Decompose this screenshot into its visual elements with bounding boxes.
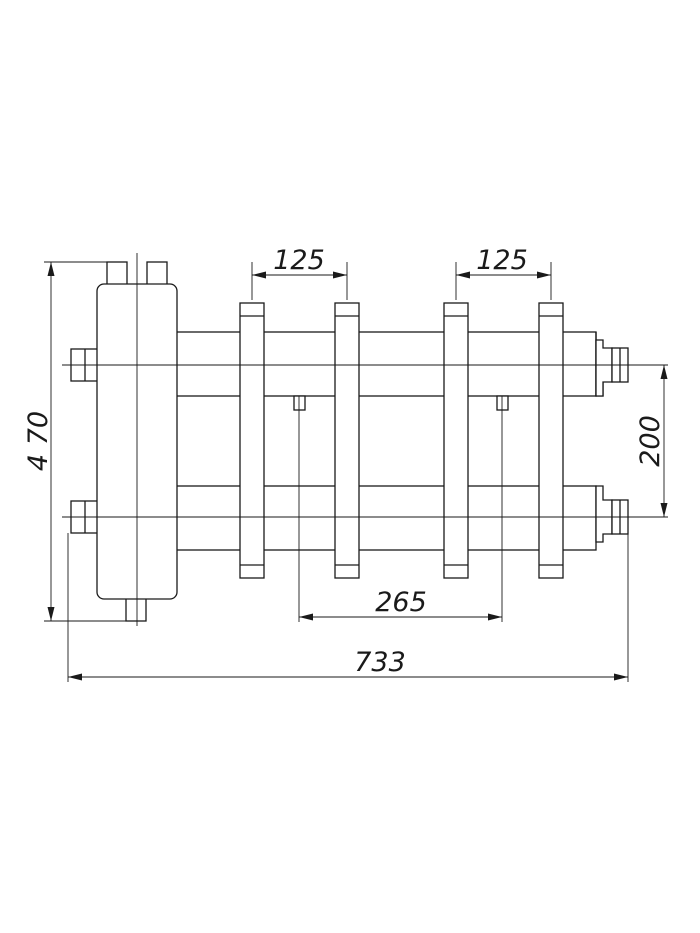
dimension-125-right: 125 (456, 245, 551, 279)
dimension-125-left: 125 (252, 245, 347, 279)
sensor-sleeves (293, 395, 509, 411)
dimension-label-200: 200 (635, 415, 666, 467)
separator-drain-nozzle (125, 596, 147, 622)
dimension-470: 4 70 (23, 262, 55, 621)
dimension-733: 733 (68, 647, 628, 681)
dimension-265: 265 (299, 587, 502, 621)
center-lines (44, 253, 668, 682)
dimension-label-125-left: 125 (273, 245, 325, 276)
right-end-fittings (595, 332, 629, 543)
dimension-label-733: 733 (354, 647, 406, 678)
dimension-label-125-right: 125 (476, 245, 528, 276)
outlet-pipes (239, 302, 564, 579)
dimension-200: 200 (635, 365, 668, 517)
dimension-label-470: 4 70 (23, 411, 54, 471)
dimension-label-265: 265 (375, 587, 427, 618)
